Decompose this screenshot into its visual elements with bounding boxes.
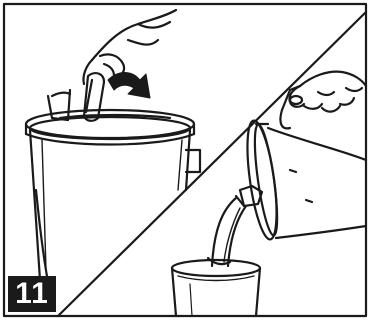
pitcher-icon [236,86,366,241]
lid-flip-panel [26,10,200,282]
step-number-badge: 11 [8,276,56,312]
liquid-stream-icon [208,198,246,266]
diagonal-divider [58,12,366,316]
panel-border [4,4,366,316]
pitcher-lid-icon [26,73,200,282]
glass-icon [172,260,260,316]
